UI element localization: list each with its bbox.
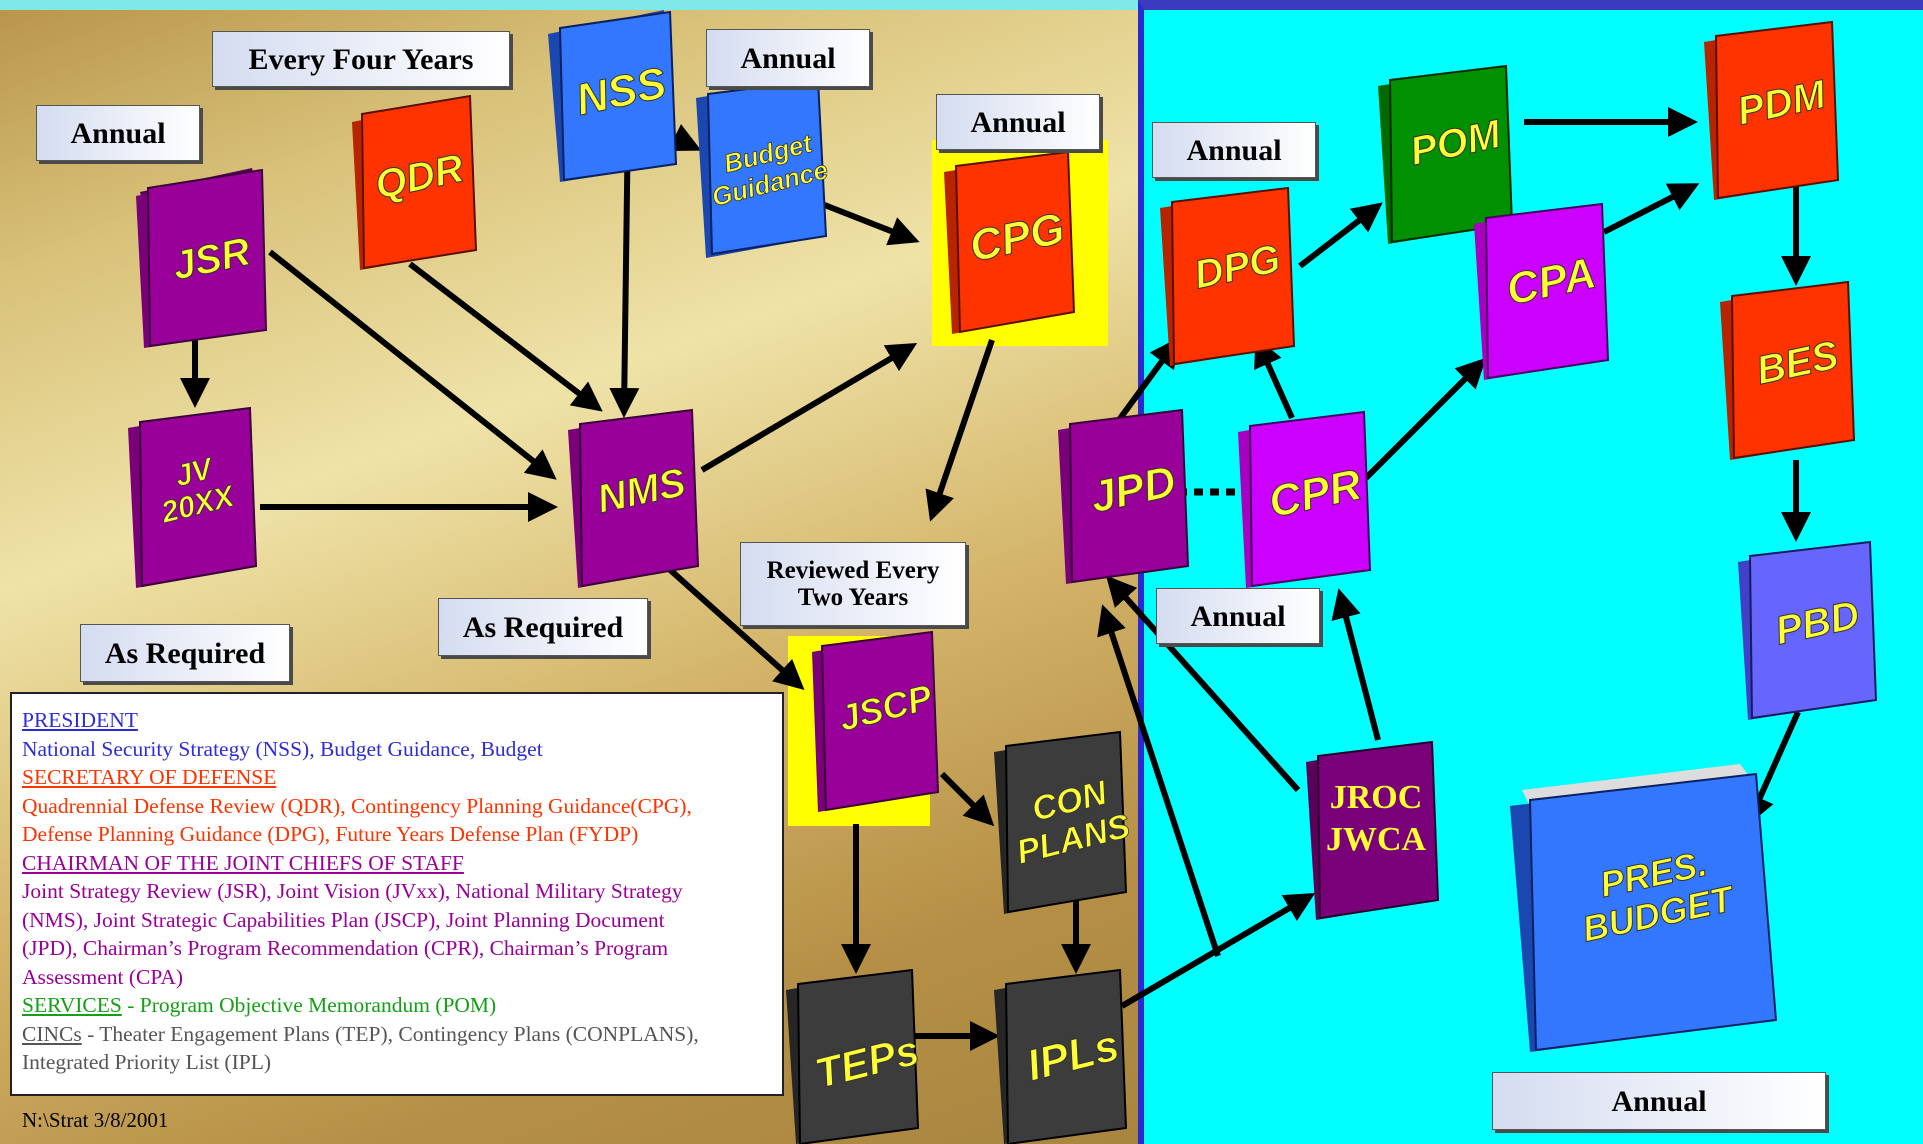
binder-jroc: JROC JWCA	[1306, 740, 1440, 920]
legend-chairman-text1: Joint Strategy Review (JSR), Joint Visio…	[22, 879, 683, 903]
binder-ipls: IPLs	[994, 968, 1128, 1144]
arrow-dpg-pom	[1298, 202, 1383, 269]
label-annual-dpg: Annual	[1152, 122, 1316, 178]
label-annual-cpr: Annual	[1156, 588, 1320, 644]
legend-services-head: SERVICES	[22, 993, 122, 1017]
binder-teps: TEPs	[786, 968, 924, 1144]
footer-path: N:\Strat 3/8/2001	[22, 1108, 169, 1132]
label-annual-budget: Annual	[706, 29, 870, 87]
label-reviewed-line1: Reviewed Every	[766, 556, 940, 584]
legend-president-text: National Security Strategy (NSS), Budget…	[22, 736, 543, 761]
label-as-required-left: As Required	[80, 624, 290, 682]
label-reviewed-line2: Two Years	[797, 584, 909, 611]
binder-jscp: JSCP	[812, 630, 940, 812]
binder-budget-guidance: Budget Guidance	[696, 78, 831, 258]
binder-qdr: QDR	[352, 94, 478, 270]
arrow-jscp-con	[939, 771, 995, 827]
arrow-nms-jscp	[666, 565, 805, 690]
arrows	[180, 107, 1811, 1051]
label-annual-bottom: Annual	[1492, 1072, 1826, 1130]
binder-nms: NMS	[568, 408, 700, 588]
arrow-bg-cpg	[820, 201, 920, 246]
legend-cincs-line: CINCs - Theater Engagement Plans (TEP), …	[22, 1020, 772, 1049]
legend-secdef-text2: Defense Planning Guidance (DPG), Future …	[22, 822, 639, 846]
binder-dpg: DPG	[1160, 186, 1296, 366]
legend-services-text: - Program Objective Memorandum (POM)	[121, 993, 497, 1017]
binder-conplans: CON PLANS	[994, 730, 1135, 914]
label-as-required-nms: As Required	[438, 598, 648, 656]
label-annual-cpg: Annual	[936, 94, 1100, 150]
binder-pbd: PBD	[1738, 540, 1878, 720]
arrow-jroc-cpr	[1331, 588, 1381, 741]
arrow-cpg-jscp	[925, 339, 995, 522]
arrow-qdr-nms	[408, 261, 603, 412]
binders: JSR QDR NSS Budget Guidance CPG	[128, 10, 1878, 1144]
binder-cpg: CPG	[944, 150, 1076, 334]
binder-bes: BES	[1720, 280, 1856, 460]
binder-pres-budget: PRES. BUDGET	[1510, 764, 1778, 1052]
binder-pom: POM	[1378, 64, 1514, 244]
binder-cpa: CPA	[1474, 202, 1610, 380]
legend-chairman-text4: Assessment (CPA)	[22, 964, 184, 989]
arrow-jpd-dpg	[1113, 337, 1180, 426]
legend-box: PRESIDENT National Security Strategy (NS…	[10, 692, 784, 1096]
arrow-jroc-jpd	[1105, 575, 1301, 793]
binder-jroc-line1: JROC	[1330, 779, 1423, 816]
binder-pdm: PDM	[1704, 20, 1840, 200]
binder-jv: JV 20XX	[128, 406, 258, 588]
legend-chairman-head: CHAIRMAN OF THE JOINT CHIEFS OF STAFF	[22, 850, 464, 875]
arrow-cpr-dpg	[1254, 336, 1295, 420]
arrow-cpa-pdm	[1602, 183, 1700, 235]
legend-cincs-text2: Integrated Priority List (IPL)	[22, 1050, 271, 1074]
binder-jsr: JSR	[136, 168, 268, 348]
legend-cincs-head: CINCs	[22, 1021, 82, 1046]
arrow-jsr-nms	[268, 249, 557, 480]
top-strip	[0, 0, 1138, 10]
legend-chairman-text3: (JPD), Chairman’s Program Recommendation…	[22, 936, 669, 960]
label-every-four-years: Every Four Years	[212, 31, 510, 87]
legend-services-line: SERVICES - Program Objective Memorandum …	[22, 991, 772, 1020]
arrow-ipls-jpd	[1097, 604, 1221, 957]
label-annual-jsr: Annual	[36, 105, 200, 161]
legend-president-head: PRESIDENT	[22, 708, 138, 732]
arrow-nms-cpg	[700, 342, 918, 473]
label-reviewed-every-two-years: Reviewed Every Two Years	[740, 542, 966, 626]
binder-jpd: JPD	[1058, 408, 1190, 584]
binder-cpr: CPR	[1238, 410, 1372, 588]
legend-cincs-text1: - Theater Engagement Plans (TEP), Contin…	[81, 1021, 699, 1046]
legend-secdef-text1: Quadrennial Defense Review (QDR), Contin…	[22, 793, 692, 818]
legend-secdef-head: SECRETARY OF DEFENSE	[22, 765, 277, 789]
legend-chairman-text2: (NMS), Joint Strategic Capabilities Plan…	[22, 907, 665, 932]
binder-jroc-line2: JWCA	[1326, 821, 1427, 858]
arrow-cpr-cpa	[1363, 357, 1487, 481]
binder-nss: NSS	[548, 10, 678, 182]
